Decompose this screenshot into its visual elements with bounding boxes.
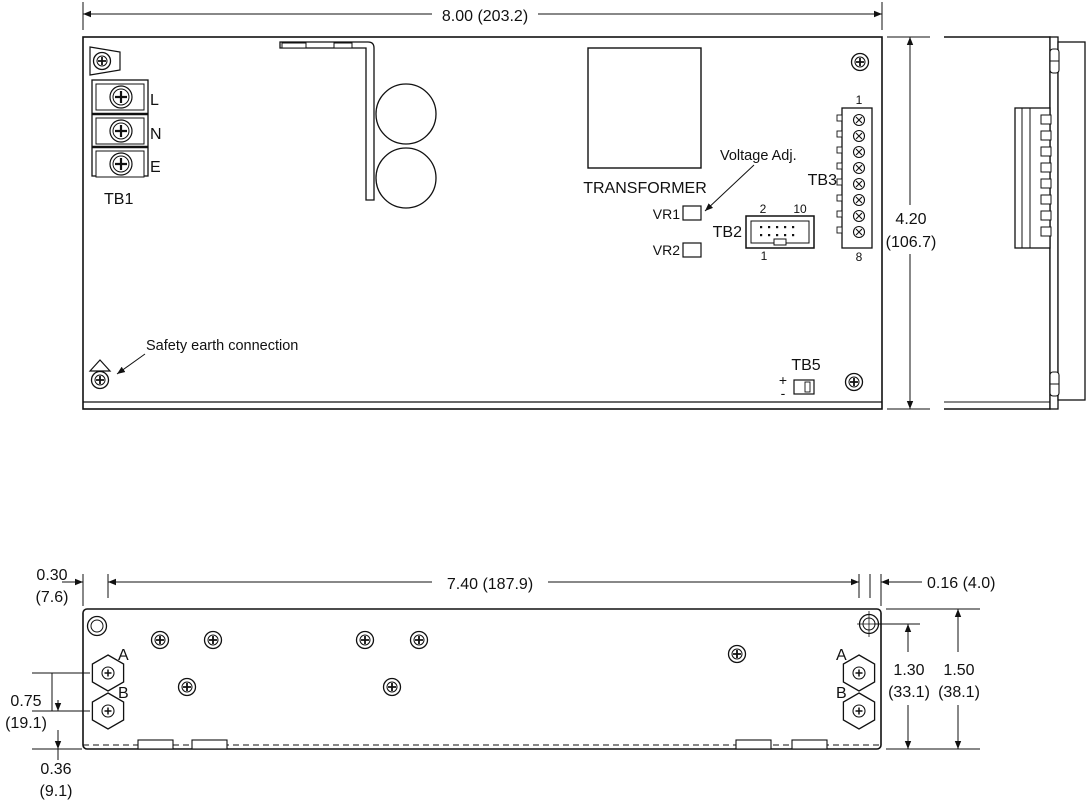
left-offset-mm-label: (7.6) — [36, 589, 69, 606]
tb2-label: TB2 — [713, 224, 742, 241]
tb2-pin10-label: 10 — [793, 202, 807, 216]
top-width-dimension: 8.00 (203.2) — [82, 2, 883, 30]
bottom-tab-2 — [191, 739, 228, 750]
top-width-label: 8.00 (203.2) — [442, 8, 528, 25]
bottom-view: 7.40 (187.9) 0.30 (7.6) 0.16 (4.0) — [5, 567, 995, 800]
top-screw-tl — [89, 46, 121, 76]
vr2-label: VR2 — [653, 242, 680, 258]
tb1-e-label: E — [150, 159, 161, 176]
base-offset-in-label: 0.36 — [40, 761, 71, 778]
vr2-potentiometer — [682, 242, 702, 258]
mount-spacing-mm-label: (19.1) — [5, 715, 47, 732]
side-view — [944, 36, 1086, 410]
tb5-connector: TB5 + - — [779, 357, 821, 401]
bottom-screw-1 — [150, 630, 170, 650]
right-hole-a-label: A — [836, 647, 847, 664]
safety-earth-callout: Safety earth connection — [116, 338, 298, 375]
tb3-label: TB3 — [808, 172, 837, 189]
base-offset-dimension: 0.36 (9.1) — [32, 730, 82, 800]
transformer-body — [587, 47, 702, 169]
bottom-screw-2 — [203, 630, 223, 650]
bottom-corner-hole-left — [86, 615, 108, 637]
capacitor-1 — [375, 83, 437, 145]
mount-spacing-in-label: 0.75 — [10, 693, 41, 710]
total-height-in-label: 1.50 — [943, 662, 974, 679]
bottom-tab-3 — [735, 739, 772, 750]
tb5-minus-label: - — [781, 385, 786, 401]
top-height-dimension: 4.20 (106.7) — [886, 36, 937, 410]
tb2-pin2-label: 2 — [760, 202, 767, 216]
voltage-adj-label: Voltage Adj. — [720, 148, 797, 164]
hole-height-in-label: 1.30 — [893, 662, 924, 679]
tb3-pin1-label: 1 — [856, 93, 863, 107]
top-screw-br — [844, 372, 864, 392]
bottom-tab-4 — [791, 739, 828, 750]
right-hole-b-label: B — [836, 685, 847, 702]
top-board-outline — [82, 36, 883, 410]
top-screw-tr — [850, 52, 870, 72]
tb2-connector: TB2 2 10 1 — [713, 202, 815, 263]
left-hole-b-label: B — [118, 685, 129, 702]
base-offset-mm-label: (9.1) — [40, 783, 73, 800]
total-height-mm-label: (38.1) — [938, 684, 980, 701]
transformer-label: TRANSFORMER — [583, 180, 707, 197]
tb1-label: TB1 — [104, 191, 133, 208]
heatsink-bracket — [279, 41, 375, 201]
tb3-pin8-label: 8 — [856, 250, 863, 264]
side-standoff-bottom — [1049, 371, 1060, 397]
hole-height-mm-label: (33.1) — [888, 684, 930, 701]
tb3-terminal-block: 1 8 TB3 — [808, 93, 873, 264]
top-screw-bl-safety-earth — [88, 359, 112, 390]
safety-earth-label: Safety earth connection — [146, 338, 298, 354]
right-offset-label: 0.16 (4.0) — [927, 575, 995, 592]
top-view: 8.00 (203.2) Safety earth connection — [82, 2, 937, 410]
voltage-adj-callout: Voltage Adj. — [704, 148, 797, 212]
tb1-n-label: N — [150, 126, 162, 143]
bottom-body-outline — [82, 608, 882, 750]
side-tb3-profile — [1014, 107, 1052, 249]
tb5-label: TB5 — [791, 357, 820, 374]
bottom-width-label: 7.40 (187.9) — [447, 576, 533, 593]
top-height-in-label: 4.20 — [895, 211, 926, 228]
bottom-screw-3 — [355, 630, 375, 650]
total-height-dimension: 1.50 (38.1) — [886, 608, 980, 750]
bottom-screw-6 — [177, 677, 197, 697]
vr1-label: VR1 — [653, 206, 680, 222]
vr1-potentiometer — [682, 205, 702, 221]
top-height-mm-label: (106.7) — [886, 234, 937, 251]
left-hole-a-label: A — [118, 647, 129, 664]
bottom-screw-4 — [409, 630, 429, 650]
capacitor-2 — [375, 147, 437, 209]
bottom-tab-1 — [137, 739, 174, 750]
left-spacing-dimension: 0.75 (19.1) — [5, 672, 90, 732]
tb1-l-label: L — [150, 92, 159, 109]
hole-height-dimension: 1.30 (33.1) — [874, 623, 930, 750]
tb2-pin1-label: 1 — [761, 249, 768, 263]
left-offset-in-label: 0.30 — [36, 567, 67, 584]
bottom-corner-hole-right — [857, 611, 881, 637]
bottom-screw-7 — [382, 677, 402, 697]
tb5-plus-label: + — [779, 372, 787, 388]
tb1-terminal-block: L N E TB1 — [91, 79, 162, 208]
side-standoff-top — [1049, 48, 1060, 74]
bottom-width-dimension: 7.40 (187.9) 0.30 (7.6) 0.16 (4.0) — [36, 567, 995, 606]
bottom-screw-5 — [727, 644, 747, 664]
